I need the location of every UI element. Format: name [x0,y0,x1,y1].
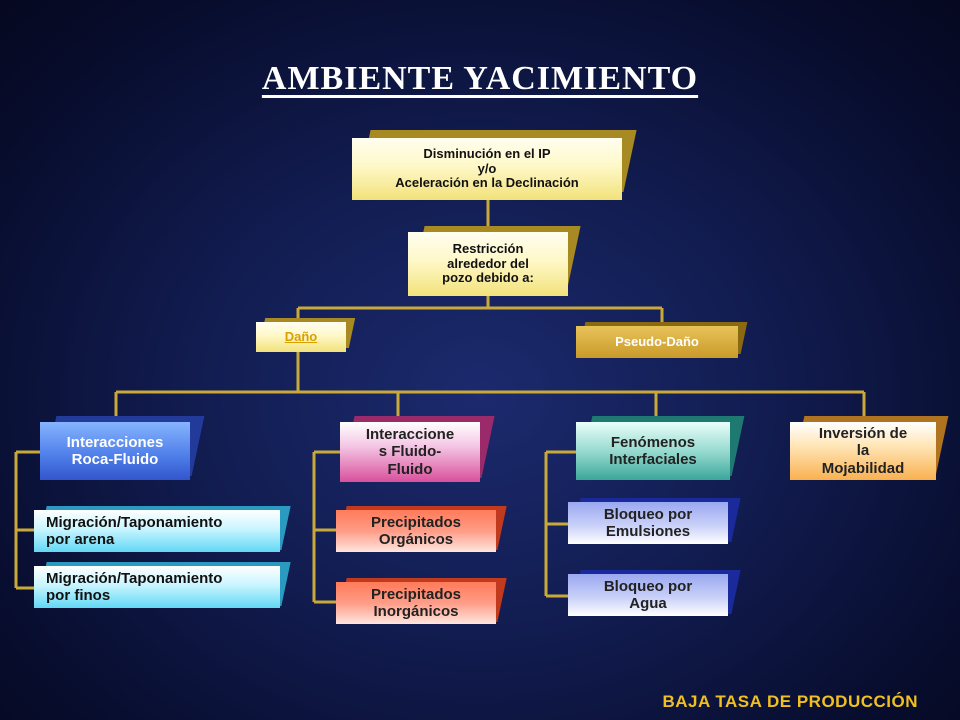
dano-node: Daño [256,322,346,352]
dano-link[interactable]: Daño [284,328,318,344]
mig-finos-label: Migración/Taponamiento por finos [46,569,223,604]
page-title: AMBIENTE YACIMIENTO [261,60,699,97]
prec-org-label: Precipitados Orgánicos [370,513,462,548]
bloq-emul-node: Bloqueo por Emulsiones [568,502,728,544]
mojabilidad-node: Inversión de la Mojabilidad [790,422,936,480]
mig-arena-label: Migración/Taponamiento por arena [46,513,223,548]
root-node: Disminución en el IP y/o Aceleración en … [352,138,622,200]
fluido-fluido-label: Interaccione s Fluido- Fluido [365,426,455,478]
mojabilidad-label: Inversión de la Mojabilidad [818,425,908,477]
roca-fluido-node: Interacciones Roca-Fluido [40,422,190,480]
bloq-agua-node: Bloqueo por Agua [568,574,728,616]
restriction-node-label: Restricción alrededor del pozo debido a: [442,240,534,286]
bloq-agua-label: Bloqueo por Agua [603,577,693,612]
roca-fluido-label: Interacciones Roca-Fluido [66,433,164,468]
prec-org-node: Precipitados Orgánicos [336,510,496,552]
mig-arena-node: Migración/Taponamiento por arena [34,510,280,552]
pseudo-node-label: Pseudo-Daño [615,333,699,349]
restriction-node: Restricción alrededor del pozo debido a: [408,232,568,296]
fenomenos-label: Fenómenos Interfaciales [609,433,697,468]
bloq-emul-label: Bloqueo por Emulsiones [603,505,693,540]
prec-inorg-label: Precipitados Inorgánicos [370,585,462,620]
footer-label: BAJA TASA DE PRODUCCIÓN [662,692,918,711]
prec-inorg-node: Precipitados Inorgánicos [336,582,496,624]
fluido-fluido-node: Interaccione s Fluido- Fluido [340,422,480,482]
root-node-label: Disminución en el IP y/o Aceleración en … [395,145,579,191]
fenomenos-node: Fenómenos Interfaciales [576,422,730,480]
mig-finos-node: Migración/Taponamiento por finos [34,566,280,608]
pseudo-node: Pseudo-Daño [576,326,738,358]
